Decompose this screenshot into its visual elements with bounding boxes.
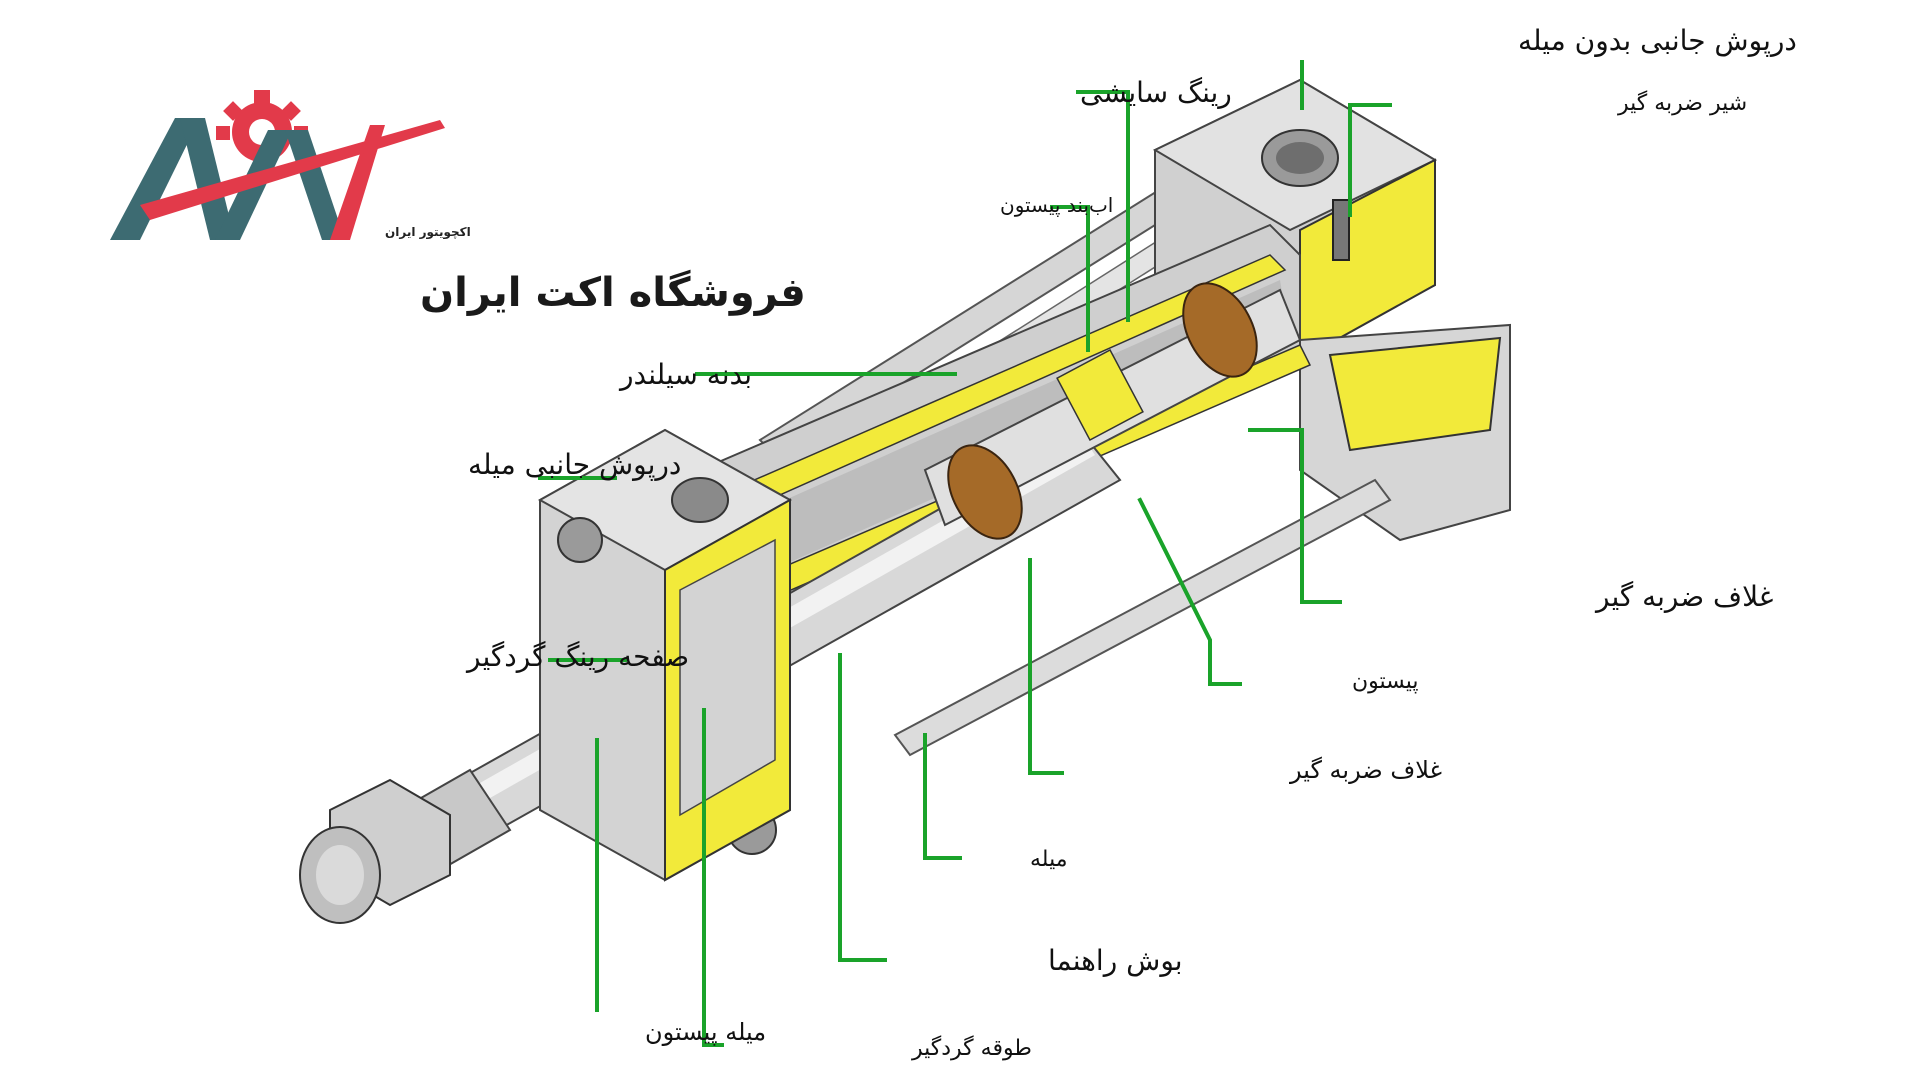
brand-logo: اکچویتور ایران فروشگاه اکت ایران — [110, 90, 806, 316]
label-tie-rod: میله — [1030, 847, 1068, 872]
leader-wear-ring — [1076, 90, 1130, 322]
wear-ring-right — [1182, 282, 1258, 378]
brand-tagline: اکچویتور ایران — [385, 225, 471, 240]
piston-assembly — [923, 282, 1302, 540]
front-bolt-top — [557, 517, 603, 563]
rod-end — [299, 768, 512, 924]
label-wiper-collar: طوقه گردگیر — [911, 1035, 1032, 1061]
part-labels: درپوش جانبی بدون میله رینگ سایشی شیر ضرب… — [465, 24, 1797, 1061]
leader-cushion-sleeve-bottom — [1028, 558, 1064, 775]
leader-cushion-valve — [1348, 103, 1392, 217]
label-rear-cover: درپوش جانبی بدون میله — [1518, 24, 1797, 57]
label-guide-bush: بوش راهنما — [1048, 944, 1183, 977]
leader-guide-bush — [838, 653, 887, 962]
label-wear-ring: رینگ سایشی — [1080, 76, 1232, 109]
label-cushion-sleeve-right: غلاف ضربه گیر — [1594, 580, 1773, 613]
leader-piston — [1137, 497, 1242, 686]
leader-wiper-collar — [702, 708, 724, 1047]
right-end-block — [1299, 323, 1511, 542]
label-piston-seal: اب‌بند پیستون — [1000, 193, 1113, 218]
brand-name: فروشگاه اکت ایران — [420, 269, 806, 316]
tie-rod-lower — [893, 478, 1392, 757]
label-piston-rod: میله پیستون — [645, 1018, 766, 1046]
leader-cushion-sleeve-right — [1248, 428, 1342, 604]
label-cylinder-body: بدنه سیلندر — [618, 358, 752, 391]
front-end-cover — [537, 428, 793, 882]
leader-lines — [538, 60, 1392, 1047]
cylinder-illustration — [299, 78, 1511, 924]
logo-mark — [110, 118, 445, 240]
label-piston: پیستون — [1352, 669, 1419, 694]
label-front-cover: درپوش جانبی میله — [468, 448, 681, 481]
wear-ring-left — [947, 444, 1023, 540]
gear-icon — [216, 90, 308, 162]
leader-tie-rod — [923, 733, 962, 860]
front-port-hole — [671, 477, 729, 523]
cushion-valve-screw — [1332, 199, 1350, 261]
label-cushion-valve: شیر ضربه گیر — [1617, 90, 1747, 116]
label-cushion-sleeve-bottom: غلاف ضربه گیر — [1289, 756, 1442, 784]
label-wiper-plate: صفحه رینگ گردگیر — [465, 640, 689, 673]
leader-piston-seal — [1050, 205, 1090, 352]
